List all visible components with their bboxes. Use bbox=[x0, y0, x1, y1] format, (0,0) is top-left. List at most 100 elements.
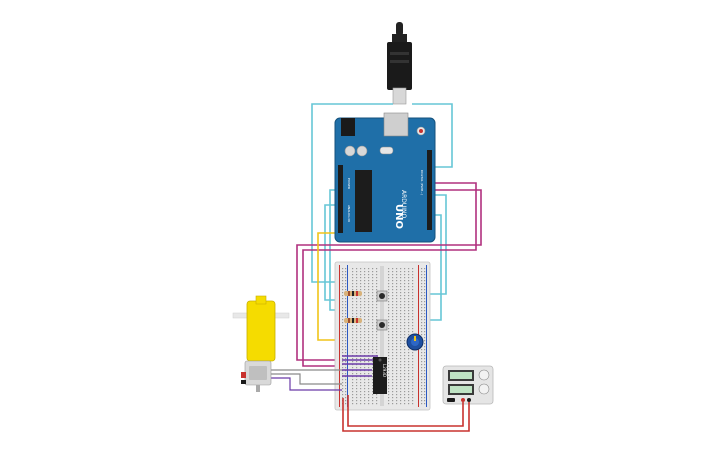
breadboard-hole bbox=[342, 316, 344, 318]
breadboard-hole bbox=[424, 292, 426, 294]
breadboard-hole bbox=[356, 358, 358, 360]
breadboard-hole bbox=[356, 331, 358, 333]
current-knob[interactable] bbox=[478, 383, 490, 395]
breadboard-hole bbox=[412, 295, 414, 297]
breadboard-hole bbox=[396, 268, 398, 270]
potentiometer-icon[interactable] bbox=[406, 333, 424, 351]
breadboard-hole bbox=[356, 301, 358, 303]
breadboard-hole bbox=[356, 337, 358, 339]
breadboard-hole bbox=[372, 349, 374, 351]
arduino-uno-board[interactable]: ARDUINO UNO DIGITAL (PWM~) ANALOG IN POW… bbox=[334, 112, 436, 243]
breadboard-hole bbox=[372, 334, 374, 336]
breadboard-hole bbox=[412, 388, 414, 390]
breadboard-hole bbox=[400, 373, 402, 375]
breadboard-hole bbox=[421, 313, 423, 315]
breadboard-hole bbox=[392, 376, 394, 378]
breadboard-hole bbox=[372, 295, 374, 297]
breadboard-hole bbox=[372, 337, 374, 339]
power-supply[interactable] bbox=[442, 365, 494, 405]
breadboard-hole bbox=[342, 301, 344, 303]
breadboard-hole bbox=[424, 271, 426, 273]
breadboard-hole bbox=[352, 361, 354, 363]
breadboard-hole bbox=[352, 340, 354, 342]
breadboard-hole bbox=[345, 367, 347, 369]
breadboard-hole bbox=[368, 289, 370, 291]
power-switch[interactable] bbox=[447, 398, 455, 402]
voltage-knob[interactable] bbox=[478, 369, 490, 381]
breadboard-hole bbox=[392, 277, 394, 279]
crystal bbox=[379, 146, 394, 155]
breadboard-hole bbox=[345, 304, 347, 306]
breadboard-hole bbox=[404, 334, 406, 336]
breadboard-hole bbox=[424, 340, 426, 342]
breadboard-hole bbox=[388, 310, 390, 312]
digital-header bbox=[427, 150, 432, 230]
breadboard-hole bbox=[356, 286, 358, 288]
breadboard-hole bbox=[368, 274, 370, 276]
breadboard-hole bbox=[424, 400, 426, 402]
breadboard-hole bbox=[372, 286, 374, 288]
breadboard-hole bbox=[396, 364, 398, 366]
breadboard-hole bbox=[400, 280, 402, 282]
breadboard-hole bbox=[412, 352, 414, 354]
breadboard-hole bbox=[400, 271, 402, 273]
breadboard-hole bbox=[368, 304, 370, 306]
breadboard-hole bbox=[360, 283, 362, 285]
breadboard-hole bbox=[356, 274, 358, 276]
h-bridge-chip[interactable]: L293D bbox=[373, 357, 387, 394]
breadboard-hole bbox=[342, 340, 344, 342]
breadboard-hole bbox=[376, 271, 378, 273]
breadboard-hole bbox=[412, 310, 414, 312]
breadboard[interactable] bbox=[334, 261, 431, 411]
breadboard-hole bbox=[421, 331, 423, 333]
breadboard-hole bbox=[421, 385, 423, 387]
breadboard-hole bbox=[421, 301, 423, 303]
breadboard-hole bbox=[345, 274, 347, 276]
breadboard-hole bbox=[424, 397, 426, 399]
breadboard-hole bbox=[360, 361, 362, 363]
breadboard-hole bbox=[376, 277, 378, 279]
breadboard-hole bbox=[345, 325, 347, 327]
breadboard-hole bbox=[400, 346, 402, 348]
breadboard-hole bbox=[400, 286, 402, 288]
dc-motor-icon[interactable] bbox=[232, 295, 290, 392]
breadboard-hole bbox=[388, 337, 390, 339]
breadboard-hole bbox=[372, 370, 374, 372]
breadboard-hole bbox=[392, 286, 394, 288]
breadboard-hole bbox=[360, 340, 362, 342]
breadboard-hole bbox=[392, 343, 394, 345]
breadboard-hole bbox=[404, 364, 406, 366]
breadboard-hole bbox=[392, 313, 394, 315]
breadboard-hole bbox=[342, 337, 344, 339]
breadboard-hole bbox=[400, 370, 402, 372]
breadboard-hole bbox=[364, 403, 366, 405]
breadboard-hole bbox=[372, 340, 374, 342]
breadboard-hole bbox=[352, 283, 354, 285]
breadboard-hole bbox=[364, 367, 366, 369]
pushbutton-icon[interactable] bbox=[376, 290, 388, 302]
breadboard-hole bbox=[400, 367, 402, 369]
breadboard-hole bbox=[400, 310, 402, 312]
breadboard-hole bbox=[408, 388, 410, 390]
breadboard-hole bbox=[404, 355, 406, 357]
breadboard-hole bbox=[404, 367, 406, 369]
breadboard-hole bbox=[392, 355, 394, 357]
breadboard-hole bbox=[396, 286, 398, 288]
breadboard-hole bbox=[342, 274, 344, 276]
breadboard-hole bbox=[364, 328, 366, 330]
breadboard-hole bbox=[404, 328, 406, 330]
breadboard-hole bbox=[372, 373, 374, 375]
pushbutton-icon[interactable] bbox=[376, 319, 388, 331]
breadboard-hole bbox=[352, 307, 354, 309]
red-wires bbox=[342, 395, 470, 432]
breadboard-hole bbox=[404, 322, 406, 324]
capacitor bbox=[344, 145, 356, 157]
breadboard-hole bbox=[412, 361, 414, 363]
breadboard-hole bbox=[421, 376, 423, 378]
breadboard-hole bbox=[392, 394, 394, 396]
breadboard-hole bbox=[400, 295, 402, 297]
breadboard-hole bbox=[412, 268, 414, 270]
breadboard-hole bbox=[400, 322, 402, 324]
breadboard-hole bbox=[388, 352, 390, 354]
breadboard-hole bbox=[400, 364, 402, 366]
